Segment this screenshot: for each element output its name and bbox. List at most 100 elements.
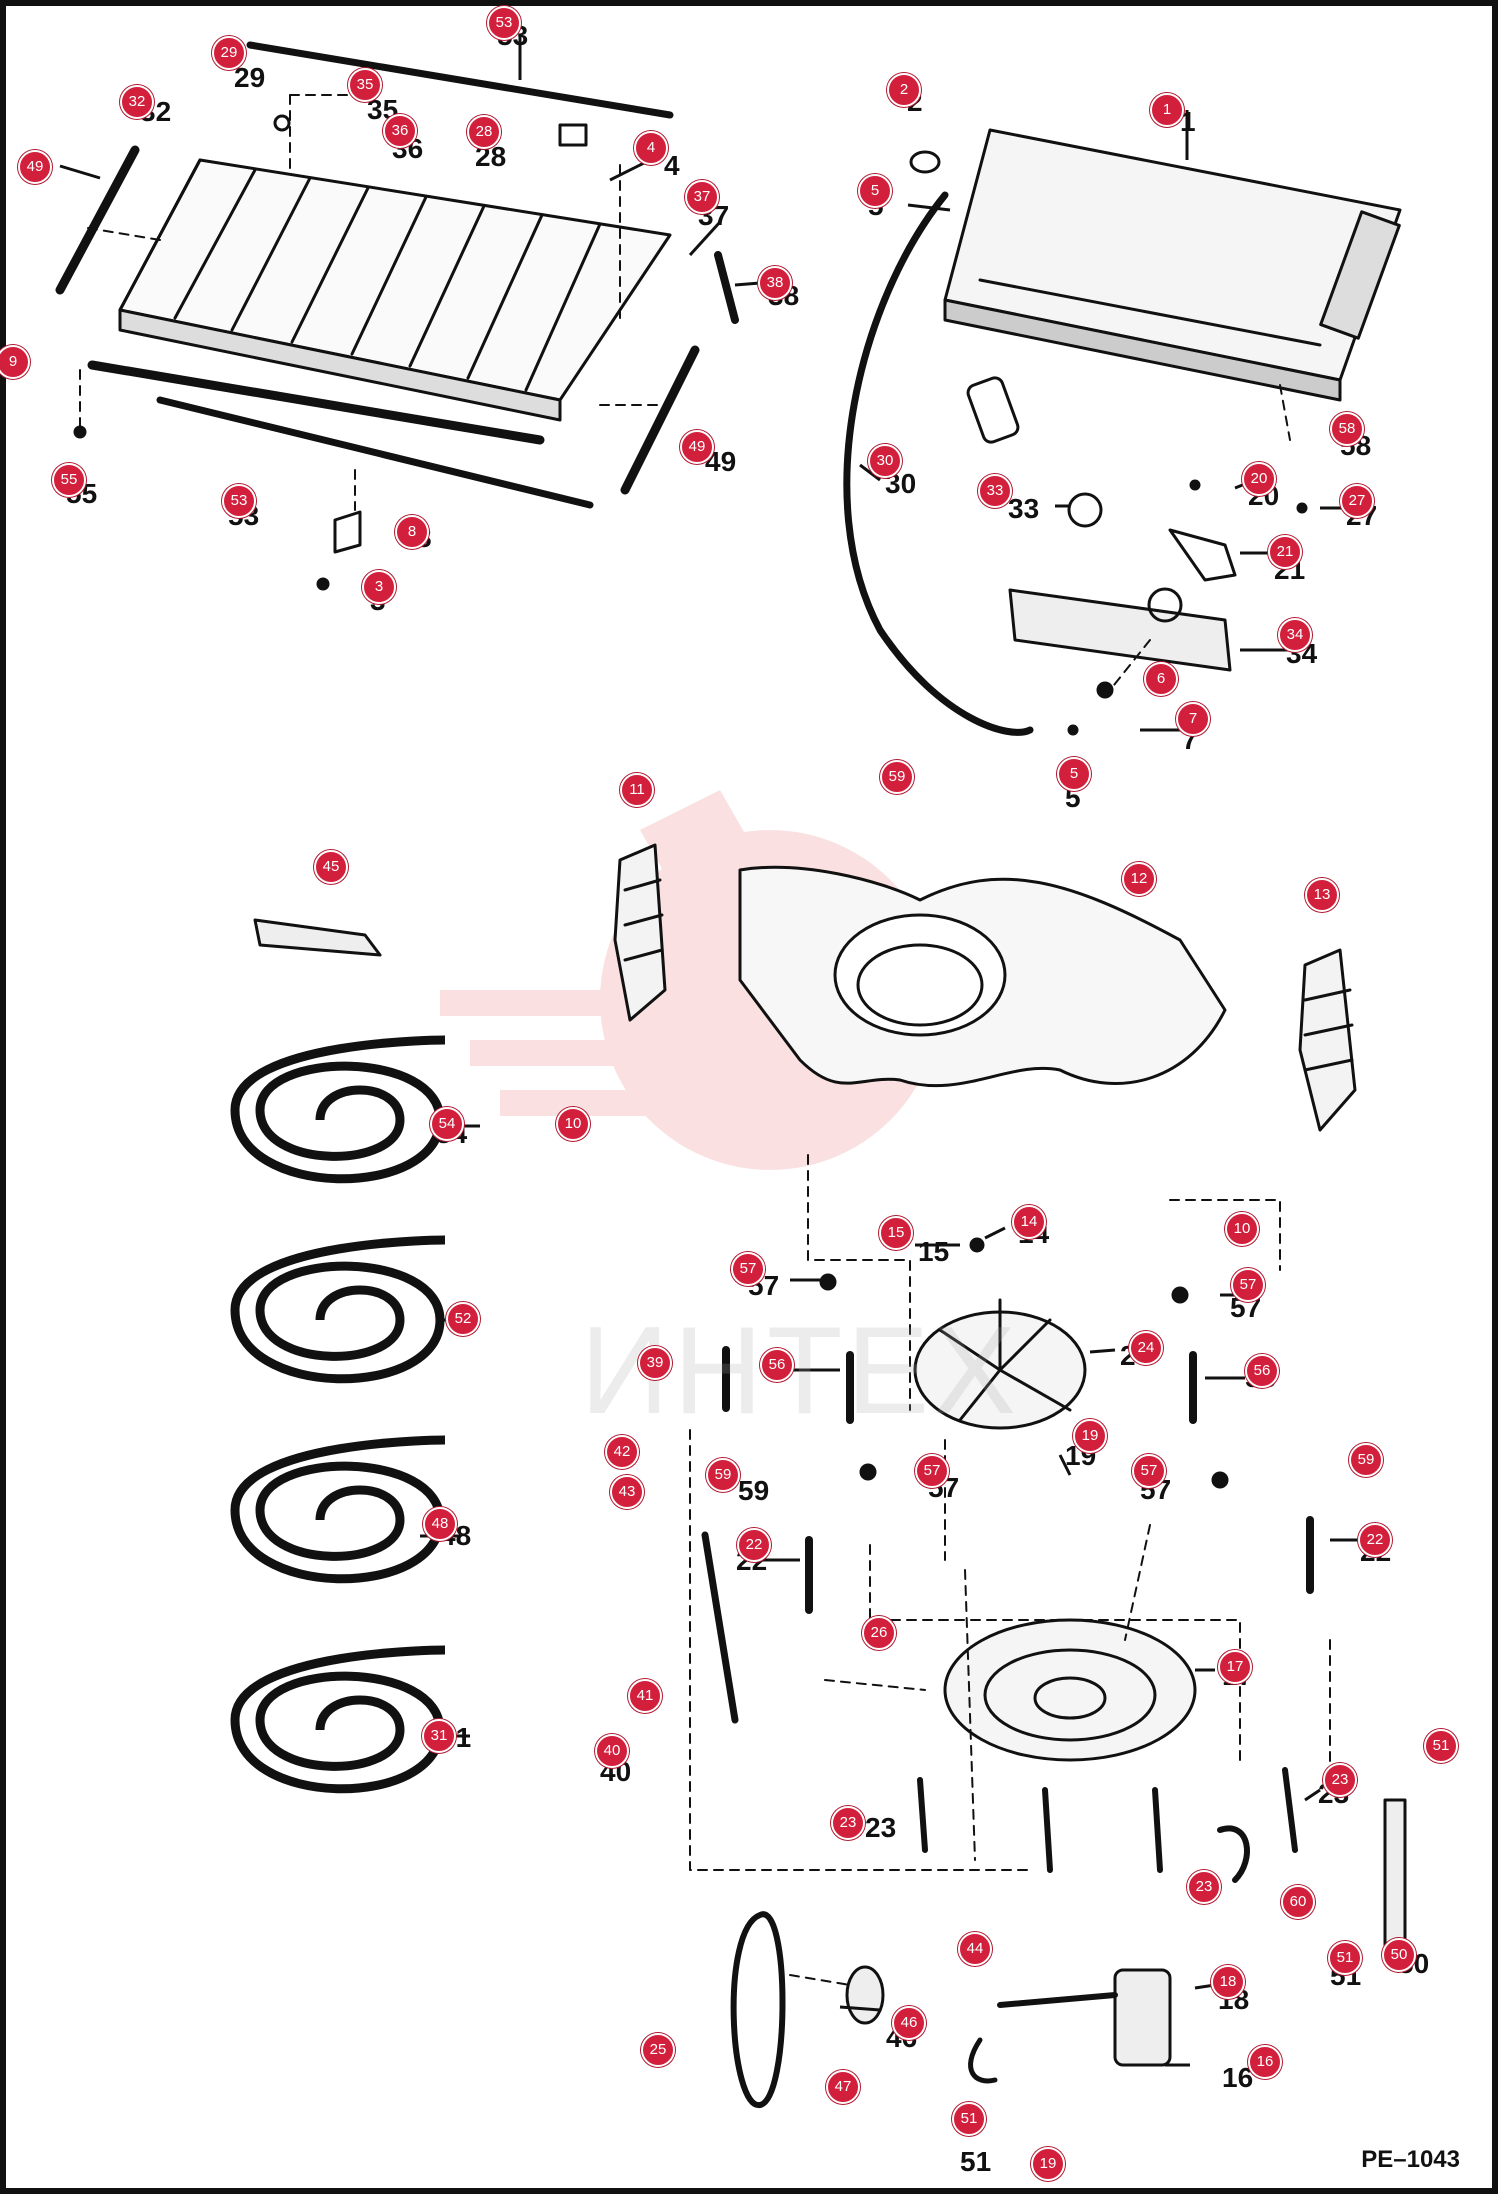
callout-marker[interactable]: 47 xyxy=(826,2070,860,2104)
callout-marker[interactable]: 31 xyxy=(422,1719,456,1753)
part-label: 4 xyxy=(664,150,680,181)
rod-23-c xyxy=(1152,1787,1163,1873)
callout-marker[interactable]: 17 xyxy=(1218,1650,1252,1684)
callout-marker[interactable]: 59 xyxy=(706,1458,740,1492)
callout-marker[interactable]: 30 xyxy=(868,444,902,478)
callout-marker[interactable]: 59 xyxy=(880,760,914,794)
callout-marker[interactable]: 14 xyxy=(1012,1205,1046,1239)
callout-marker[interactable]: 58 xyxy=(1330,412,1364,446)
callout-marker[interactable]: 24 xyxy=(1129,1331,1163,1365)
part-label: 51 xyxy=(960,2146,992,2177)
callout-marker[interactable]: 2 xyxy=(887,73,921,107)
callout-marker[interactable]: 10 xyxy=(1225,1212,1259,1246)
callout-marker[interactable]: 43 xyxy=(610,1475,644,1509)
callout-marker[interactable]: 28 xyxy=(467,115,501,149)
callout-marker[interactable]: 29 xyxy=(212,36,246,70)
callout-marker[interactable]: 55 xyxy=(52,463,86,497)
callout-marker[interactable]: 49 xyxy=(680,430,714,464)
callout-marker[interactable]: 57 xyxy=(915,1454,949,1488)
callout-marker[interactable]: 11 xyxy=(620,773,654,807)
callout-marker[interactable]: 13 xyxy=(1305,878,1339,912)
callout-marker[interactable]: 18 xyxy=(1211,1965,1245,1999)
callout-marker[interactable]: 59 xyxy=(1349,1443,1383,1477)
callout-marker[interactable]: 51 xyxy=(1328,1941,1362,1975)
callout-marker[interactable]: 20 xyxy=(1242,462,1276,496)
callout-marker[interactable]: 40 xyxy=(595,1734,629,1768)
callout-marker[interactable]: 23 xyxy=(831,1806,865,1840)
callout-marker[interactable]: 23 xyxy=(1323,1763,1357,1797)
callout-marker[interactable]: 50 xyxy=(1382,1938,1416,1972)
callout-marker[interactable]: 7 xyxy=(1176,702,1210,736)
callout-marker[interactable]: 4 xyxy=(634,131,668,165)
callout-marker[interactable]: 1 xyxy=(1150,93,1184,127)
callout-marker[interactable]: 8 xyxy=(395,515,429,549)
callout-marker[interactable]: 60 xyxy=(1281,1885,1315,1919)
blower-wheel-24 xyxy=(913,1298,1087,1430)
callout-marker[interactable]: 57 xyxy=(731,1252,765,1286)
bracket-8 xyxy=(333,510,362,554)
callout-marker[interactable]: 49 xyxy=(18,150,52,184)
bar-9 xyxy=(87,360,545,445)
part-label: 15 xyxy=(918,1236,950,1267)
callout-marker[interactable]: 34 xyxy=(1278,618,1312,652)
callout-marker[interactable]: 52 xyxy=(446,1302,480,1336)
sensor-block xyxy=(966,376,1020,444)
callout-marker[interactable]: 42 xyxy=(605,1435,639,1469)
callout-marker[interactable]: 57 xyxy=(1132,1454,1166,1488)
callout-marker[interactable]: 33 xyxy=(978,474,1012,508)
callout-marker[interactable]: 56 xyxy=(760,1348,794,1382)
callout-marker[interactable]: 23 xyxy=(1187,1870,1221,1904)
callout-marker[interactable]: 6 xyxy=(1144,662,1178,696)
callout-marker[interactable]: 51 xyxy=(952,2102,986,2136)
callout-marker[interactable]: 53 xyxy=(487,6,521,40)
callout-marker[interactable]: 41 xyxy=(628,1679,662,1713)
strip-49-right xyxy=(620,345,700,495)
callout-marker[interactable]: 15 xyxy=(879,1216,913,1250)
callout-marker[interactable]: 32 xyxy=(120,85,154,119)
callout-marker[interactable]: 19 xyxy=(1031,2147,1065,2181)
strip-49-left xyxy=(55,145,140,295)
callout-marker[interactable]: 25 xyxy=(641,2033,675,2067)
callout-marker[interactable]: 22 xyxy=(1358,1523,1392,1557)
callout-leaders xyxy=(59,35,1360,2067)
valve-body-34 xyxy=(1008,588,1232,672)
seal-strip-53-top xyxy=(246,41,674,119)
callout-marker[interactable]: 21 xyxy=(1268,535,1302,569)
callout-marker[interactable]: 57 xyxy=(1231,1268,1265,1302)
part-label: 1 xyxy=(1180,106,1196,137)
callout-marker[interactable]: 27 xyxy=(1340,484,1374,518)
callout-marker[interactable]: 9 xyxy=(0,345,30,379)
hose-30 xyxy=(843,191,1034,736)
callout-marker[interactable]: 38 xyxy=(758,266,792,300)
callout-marker[interactable]: 22 xyxy=(737,1528,771,1562)
heater-core-1 xyxy=(943,128,1402,402)
callout-marker[interactable]: 39 xyxy=(638,1346,672,1380)
callout-marker[interactable]: 53 xyxy=(222,484,256,518)
part-label: 59 xyxy=(738,1475,770,1506)
hose-52 xyxy=(230,1235,446,1384)
callout-marker[interactable]: 48 xyxy=(423,1507,457,1541)
callout-marker[interactable]: 51 xyxy=(1424,1729,1458,1763)
hose-54 xyxy=(230,1035,446,1184)
bracket-21 xyxy=(1168,528,1237,582)
callout-marker[interactable]: 54 xyxy=(430,1107,464,1141)
callout-marker[interactable]: 19 xyxy=(1073,1419,1107,1453)
callout-marker[interactable]: 44 xyxy=(958,1932,992,1966)
callout-marker[interactable]: 45 xyxy=(314,850,348,884)
callout-marker[interactable]: 36 xyxy=(383,114,417,148)
callout-marker[interactable]: 10 xyxy=(556,1107,590,1141)
motor-plate-17 xyxy=(943,1618,1197,1762)
callout-marker[interactable]: 16 xyxy=(1248,2045,1282,2079)
callout-marker[interactable]: 56 xyxy=(1245,1354,1279,1388)
callout-marker[interactable]: 5 xyxy=(858,174,892,208)
belt-25 xyxy=(730,1911,786,2108)
callout-marker[interactable]: 3 xyxy=(362,570,396,604)
motor-18 xyxy=(1113,1968,1172,2067)
callout-marker[interactable]: 12 xyxy=(1122,862,1156,896)
callout-marker[interactable]: 37 xyxy=(685,180,719,214)
callout-marker[interactable]: 26 xyxy=(862,1616,896,1650)
callout-marker[interactable]: 5 xyxy=(1057,757,1091,791)
callout-marker[interactable]: 35 xyxy=(348,68,382,102)
callout-marker[interactable]: 46 xyxy=(892,2006,926,2040)
